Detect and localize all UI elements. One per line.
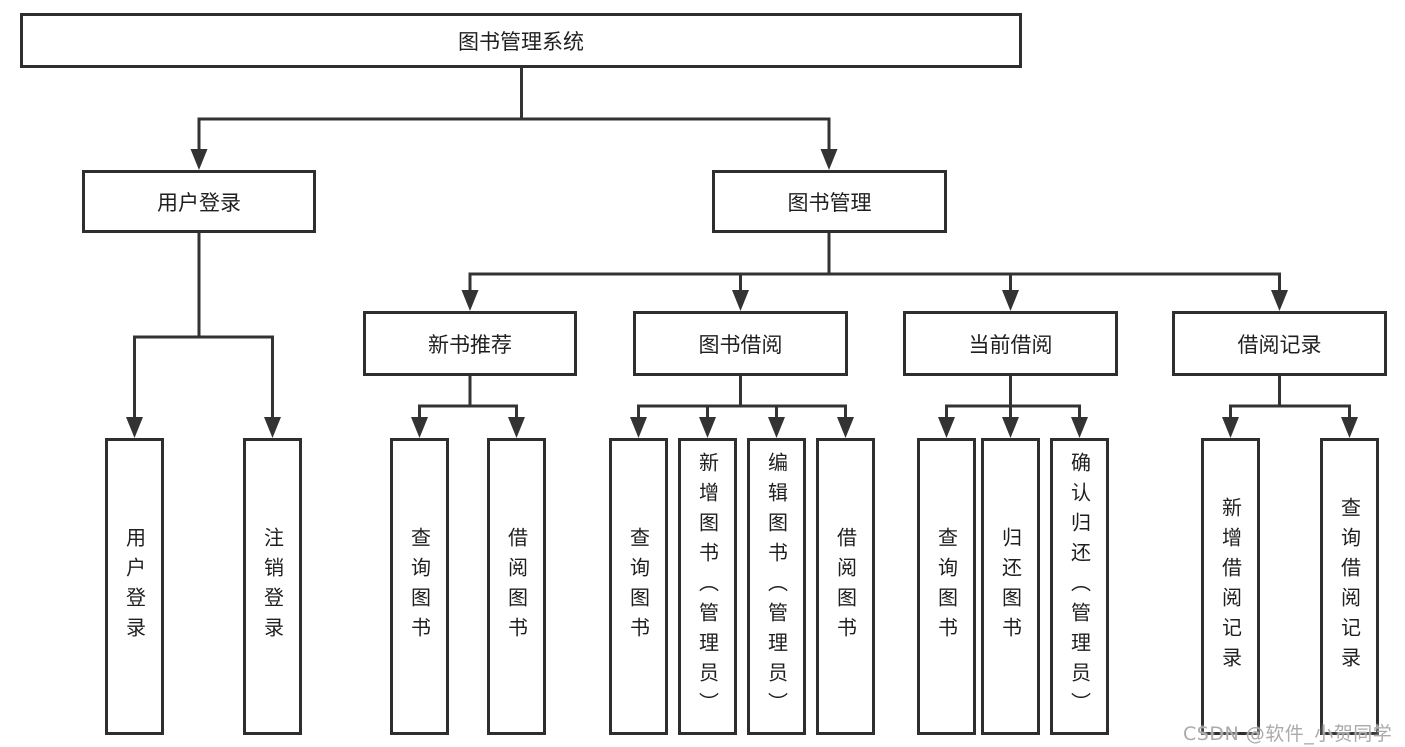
arrow-head-icon: [630, 417, 647, 438]
node-book-management: 图书管理: [712, 170, 947, 233]
arrow-head-icon: [938, 417, 955, 438]
leaf-edit-book-admin: 编辑图书（管理员）: [747, 438, 806, 735]
csdn-watermark: CSDN @软件_小贺同学: [1183, 723, 1393, 745]
connector-group: [461, 233, 1288, 311]
arrow-head-icon: [508, 417, 525, 438]
leaf-borrow-books-2: 借阅图书: [816, 438, 875, 735]
arrow-head-icon: [1271, 290, 1288, 311]
connector-group: [126, 233, 281, 438]
connector-group: [1222, 376, 1358, 438]
node-book-borrowing: 图书借阅: [633, 311, 848, 376]
arrow-head-icon: [820, 149, 838, 170]
connector-group: [630, 376, 854, 438]
arrow-head-icon: [126, 417, 143, 438]
arrow-head-icon: [837, 417, 854, 438]
arrow-head-icon: [768, 417, 785, 438]
arrow-head-icon: [699, 417, 716, 438]
arrow-head-icon: [411, 417, 428, 438]
node-current-borrowing: 当前借阅: [903, 311, 1118, 376]
arrow-head-icon: [1002, 290, 1019, 311]
leaf-query-books-3: 查询图书: [917, 438, 976, 735]
node-user-login: 用户登录: [82, 170, 316, 233]
connector-group: [411, 376, 525, 438]
leaf-query-books-2: 查询图书: [609, 438, 668, 735]
arrow-head-icon: [264, 417, 281, 438]
connector-group: [190, 68, 838, 170]
leaf-confirm-return-admin: 确认归还（管理员）: [1050, 438, 1109, 735]
leaf-query-borrow-record: 查询借阅记录: [1320, 438, 1379, 735]
leaf-add-borrow-record: 新增借阅记录: [1201, 438, 1260, 735]
leaf-query-books-1: 查询图书: [390, 438, 449, 735]
connector-group: [938, 376, 1088, 438]
node-borrowing-records: 借阅记录: [1172, 311, 1387, 376]
leaf-borrow-books-1: 借阅图书: [487, 438, 546, 735]
arrow-head-icon: [1222, 417, 1239, 438]
leaf-add-book-admin: 新增图书（管理员）: [678, 438, 737, 735]
leaf-return-books: 归还图书: [981, 438, 1040, 735]
leaf-user-login: 用户登录: [105, 438, 164, 735]
arrow-head-icon: [732, 290, 749, 311]
leaf-logout: 注销登录: [243, 438, 302, 735]
node-new-book-recommend: 新书推荐: [363, 311, 577, 376]
arrow-head-icon: [1341, 417, 1358, 438]
node-library-system: 图书管理系统: [20, 13, 1022, 68]
arrow-head-icon: [461, 290, 479, 311]
arrow-head-icon: [1002, 417, 1019, 438]
arrow-head-icon: [190, 149, 208, 170]
arrow-head-icon: [1071, 417, 1088, 438]
